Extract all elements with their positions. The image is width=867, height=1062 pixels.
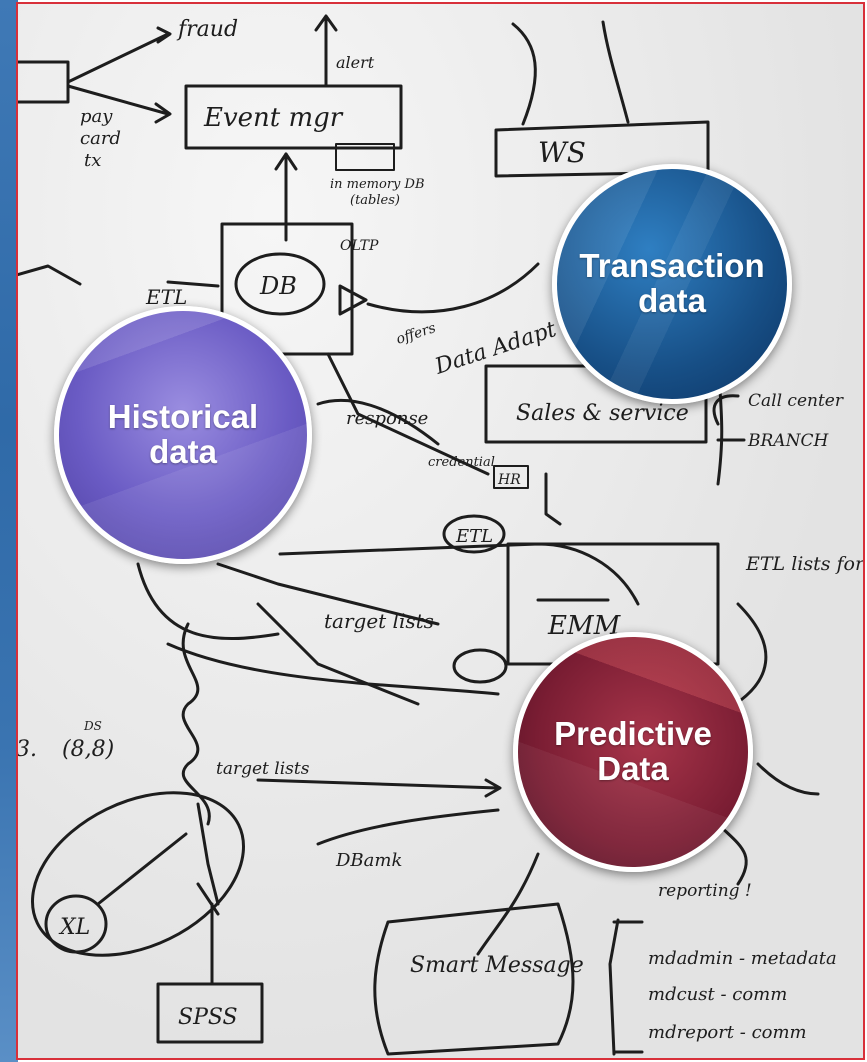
sketch-box-smart-message — [373, 902, 575, 1056]
sketch-text-sales: Sales & service — [516, 401, 689, 426]
sketch-box-hr — [493, 465, 529, 489]
sketch-arrow-fraud — [66, 32, 170, 84]
transaction-data-label: Transaction data — [579, 247, 765, 319]
whiteboard-photo-frame: fraud pay card tx Event mgr alert in mem… — [16, 2, 865, 1060]
sketch-triangle — [338, 284, 368, 316]
sketch-text-xl: XL — [58, 915, 90, 940]
sketch-xl-ellipse — [31, 791, 245, 957]
sketch-text-ws: WS — [538, 136, 586, 169]
sketch-text-ds-value: (8,8) — [62, 737, 114, 762]
sketch-box-spss — [156, 982, 264, 1044]
left-accent-strip — [0, 0, 18, 1062]
sketch-text-credential: credential — [428, 455, 495, 470]
sketch-text-branch: BRANCH — [747, 431, 829, 451]
sketch-text-mdreport: mdreport - comm — [648, 1022, 807, 1043]
sketch-box-emm — [506, 542, 720, 666]
sketch-xl-circle — [44, 894, 108, 954]
sketch-text-three: 3. — [18, 737, 37, 762]
sketch-db-cylinder — [335, 143, 395, 171]
sketch-arrow-event — [66, 84, 170, 116]
sketch-text-alert: alert — [336, 53, 375, 72]
sketch-text-etl: ETL — [145, 285, 187, 309]
sketch-text-smart-message: Smart Message — [410, 953, 584, 978]
sketch-text-card: card — [80, 128, 121, 149]
historical-data-bubble: Historical data — [54, 306, 312, 564]
whiteboard-sketch: fraud pay card tx Event mgr alert in mem… — [18, 14, 865, 1056]
sketch-text-etl-mid: ETL — [455, 526, 493, 547]
sketch-text-mdadmin: mdadmin - metadata — [648, 948, 837, 969]
sketch-text-data-adapter: Data Adapt — [431, 317, 559, 380]
sketch-text-response: response — [346, 408, 428, 429]
sketch-db-shape — [234, 252, 326, 316]
sketch-text-fraud: fraud — [176, 17, 238, 42]
sketch-text-reporting: reporting ! — [658, 881, 752, 901]
sketch-text-tables: (tables) — [350, 193, 400, 208]
transaction-data-bubble: Transaction data — [552, 164, 792, 404]
sketch-text-spss: SPSS — [178, 1005, 238, 1030]
predictive-data-bubble: Predictive Data — [513, 632, 753, 872]
sketch-text-target-lists-2: target lists — [216, 759, 310, 779]
sketch-text-db: DB — [259, 272, 297, 300]
sketch-text-mdcust: mdcust - comm — [648, 984, 787, 1005]
sketch-text-oltp: OLTP — [340, 238, 379, 254]
sketch-text-pay: pay — [80, 106, 113, 127]
predictive-data-label: Predictive Data — [554, 715, 712, 787]
sketch-text-tx: tx — [84, 150, 101, 171]
sketch-text-call-center: Call center — [748, 391, 844, 411]
sketch-text-event-mgr: Event mgr — [203, 103, 344, 133]
sketch-text-offers: offers — [394, 320, 437, 348]
sketch-text-etl-lists: ETL lists for Event Mgr — [745, 553, 865, 575]
sketch-text-ds: DS — [83, 719, 102, 733]
sketch-box-topleft — [18, 60, 70, 104]
sketch-text-dbamk: DBamk — [335, 850, 402, 871]
sketch-box-event-mgr — [184, 84, 403, 150]
sketch-etl-ellipse — [442, 514, 506, 554]
sketch-box-oltp — [220, 222, 354, 356]
sketch-text-in-memory: in memory DB — [330, 177, 425, 192]
sketch-text-target-lists: target lists — [324, 609, 434, 633]
sketch-text-hr: HR — [497, 472, 521, 488]
historical-data-label: Historical data — [107, 398, 259, 470]
